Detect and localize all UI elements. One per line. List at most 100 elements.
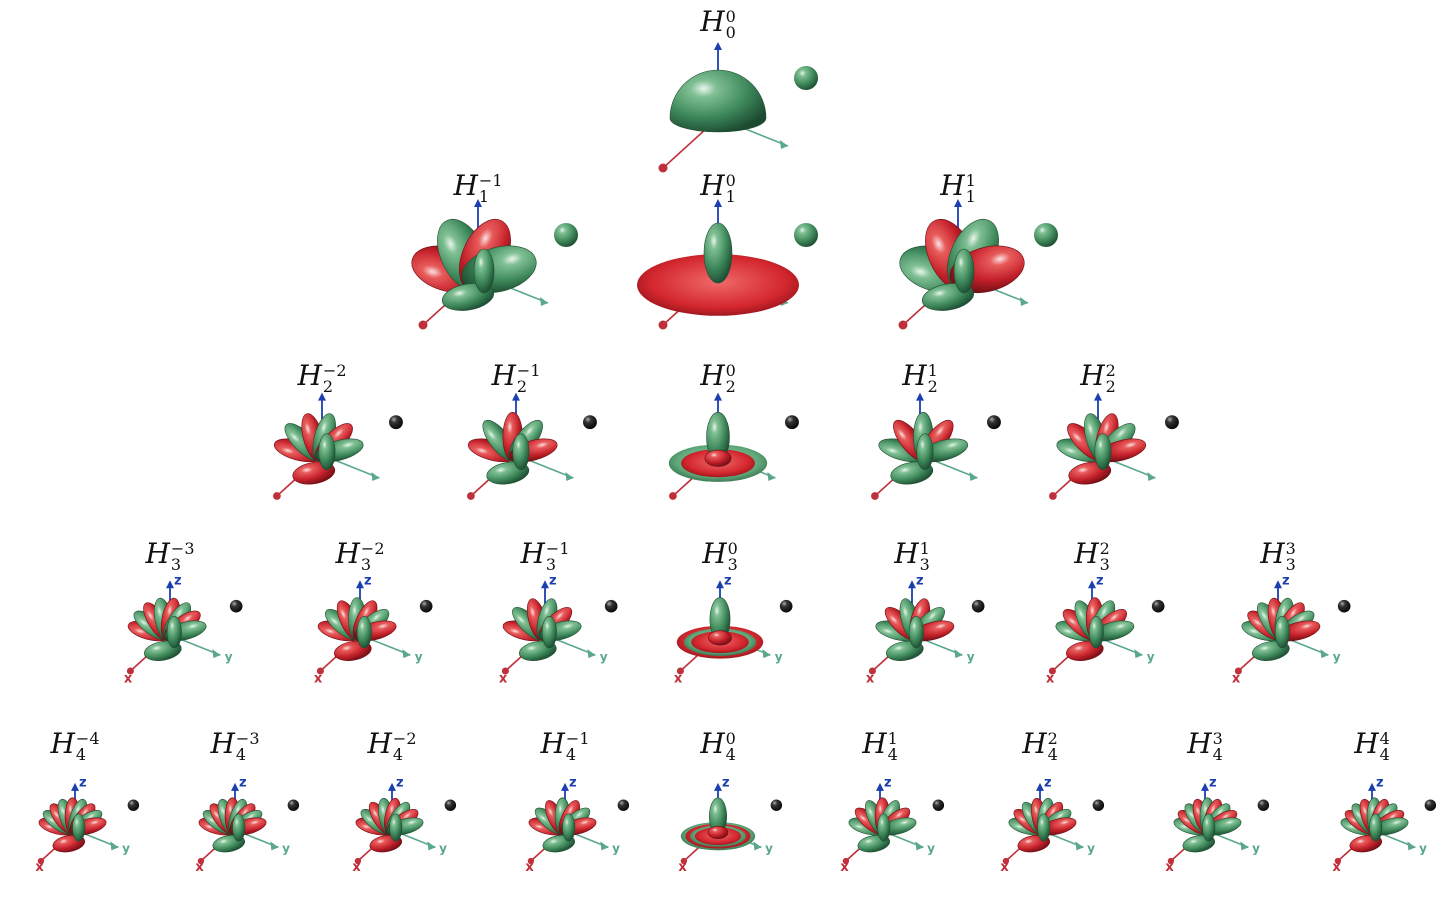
z-axis-arrow xyxy=(561,782,569,791)
z-axis-label: z xyxy=(1044,776,1052,791)
x-axis-tip xyxy=(871,492,879,500)
harmonic-order: −1 xyxy=(545,538,570,558)
marker-sphere xyxy=(419,599,433,613)
y-axis-arrow xyxy=(1407,841,1416,851)
y-axis-arrow xyxy=(762,649,771,659)
z-axis-arrow xyxy=(1036,782,1044,791)
y-axis-arrow xyxy=(565,471,574,481)
harmonic-degree: 3 xyxy=(545,554,557,574)
x-axis-label: x xyxy=(124,672,133,687)
x-axis-label: x xyxy=(35,860,44,875)
harmonic-label-base: H xyxy=(1260,537,1285,570)
harmonic-group: xyz xyxy=(525,776,620,875)
x-axis-label: x xyxy=(352,860,361,875)
harmonic-order: 0 xyxy=(727,538,738,558)
harmonic-lobe-central xyxy=(356,615,372,649)
harmonic-order: 3 xyxy=(1212,728,1223,748)
z-axis-label: z xyxy=(1282,574,1290,589)
harmonic-order: 2 xyxy=(1099,538,1110,558)
marker-sphere xyxy=(794,223,818,247)
y-axis-label: y xyxy=(415,650,423,664)
harmonic-order: 0 xyxy=(725,360,736,380)
x-axis-tip xyxy=(1049,492,1057,500)
harmonic-group: xyz xyxy=(1000,776,1095,875)
harmonic-surface: xyz xyxy=(840,776,945,875)
harmonic-lobe-central xyxy=(1369,813,1383,842)
y-axis-label: y xyxy=(927,841,935,855)
harmonic-group xyxy=(1049,392,1156,500)
harmonic-label-base: H xyxy=(453,169,478,202)
z-axis-arrow xyxy=(908,580,916,589)
y-axis-label: y xyxy=(775,650,783,664)
x-axis-label: x xyxy=(525,860,534,875)
harmonic-order: −1 xyxy=(478,170,503,190)
marker-sphere xyxy=(932,799,945,811)
harmonic-plot xyxy=(414,373,618,541)
harmonic-lobe-central xyxy=(512,433,530,471)
harmonic-label-base: H xyxy=(1354,727,1379,760)
marker-sphere xyxy=(389,415,403,430)
harmonic-plot xyxy=(616,373,820,541)
harmonic-degree: 3 xyxy=(1285,554,1296,574)
harmonic-label-base: H xyxy=(702,537,727,570)
z-axis-label: z xyxy=(722,776,730,791)
harmonic-group: xyz xyxy=(35,776,130,875)
harmonic-group: xyz xyxy=(840,776,935,875)
harmonic-order: −1 xyxy=(565,728,590,748)
marker-sphere xyxy=(1151,599,1165,613)
y-axis-arrow xyxy=(753,841,762,851)
y-axis-arrow xyxy=(402,649,411,659)
y-axis-label: y xyxy=(600,650,608,664)
harmonic-degree: 2 xyxy=(725,376,736,396)
y-axis-label: y xyxy=(967,650,975,664)
z-axis-arrow xyxy=(714,782,722,791)
z-axis-label: z xyxy=(569,776,577,791)
y-axis-arrow xyxy=(767,471,776,481)
harmonic-plot xyxy=(838,175,1078,379)
harmonic-surface: xyz xyxy=(678,776,783,875)
y-axis-arrow xyxy=(587,649,596,659)
harmonic-degree: 3 xyxy=(727,554,738,574)
y-axis-arrow xyxy=(780,140,788,149)
harmonic-surface: xyz xyxy=(35,776,140,875)
harmonic-degree: 0 xyxy=(725,22,736,42)
x-axis-label: x xyxy=(840,860,849,875)
x-axis-label: x xyxy=(314,672,323,687)
harmonic-degree: 1 xyxy=(965,186,976,206)
harmonic-degree: 4 xyxy=(235,744,247,764)
y-axis-arrow xyxy=(1134,649,1143,659)
harmonic-surface xyxy=(411,199,578,330)
x-axis-label: x xyxy=(1046,672,1055,687)
harmonic-group: xyz xyxy=(674,574,783,687)
harmonic-group: xyz xyxy=(352,776,447,875)
harmonic-label-base: H xyxy=(491,359,516,392)
y-axis-label: y xyxy=(1087,841,1095,855)
harmonic-order: 2 xyxy=(1105,360,1116,380)
harmonic-label-base: H xyxy=(1080,359,1105,392)
harmonic-group xyxy=(637,199,799,330)
harmonic-label-base: H xyxy=(50,727,75,760)
harmonic-lobe-central xyxy=(473,248,495,294)
harmonic-group: xyz xyxy=(195,776,290,875)
harmonic-surface: xyz xyxy=(1232,574,1351,687)
harmonic-surface: xyz xyxy=(352,776,457,875)
marker-sphere xyxy=(444,799,457,811)
harmonic-lobe-central xyxy=(1274,615,1290,649)
harmonic-group xyxy=(658,42,789,173)
marker-sphere xyxy=(554,223,578,247)
